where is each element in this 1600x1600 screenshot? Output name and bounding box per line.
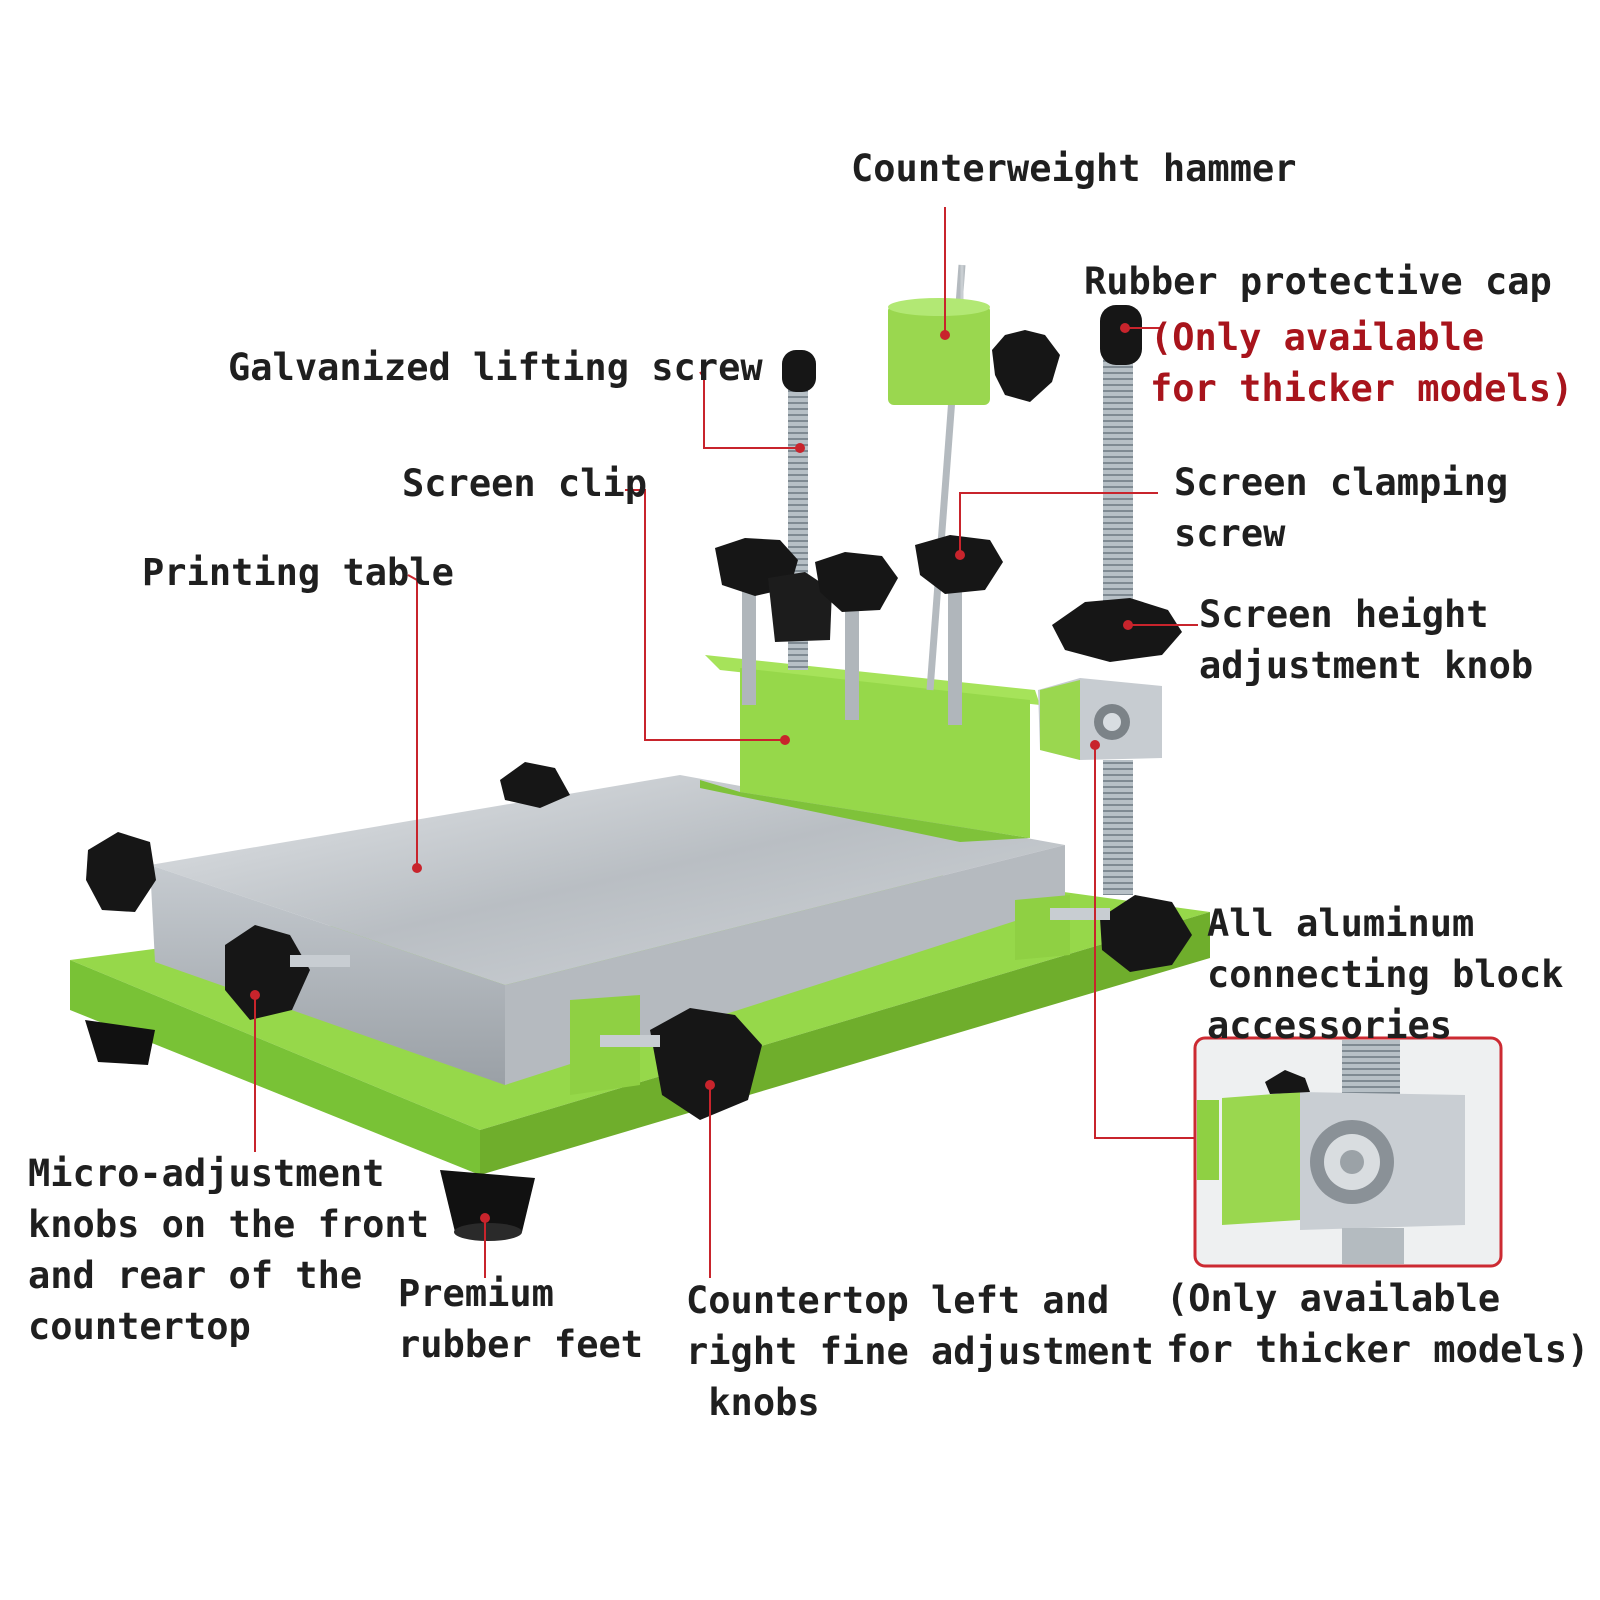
printing-table [150,775,1065,1085]
label-screen-clip-line-1: Screen clip [402,462,648,505]
connecting-block [1038,678,1162,760]
label-micro-adjustment-knobs-line-1: Micro-adjustment [28,1152,385,1195]
note-inset-availability-line-2: for thicker models) [1166,1328,1590,1371]
label-countertop-fine-adjustment-knobs-line-2: right fine adjustment [686,1330,1154,1373]
label-all-aluminum-connecting-block: All aluminum connecting block accessories [1207,898,1563,1051]
label-micro-adjustment-knobs-line-2: knobs on the front [28,1203,429,1246]
label-micro-adjustment-knobs: Micro-adjustment knobs on the front and re… [28,1148,429,1352]
leader-screen-clip [625,489,785,741]
label-counterweight-hammer-line-1: Counterweight hammer [851,147,1297,190]
label-screen-clamping-screw-line-2: screw [1174,512,1286,555]
star-knobs [86,535,1192,1120]
label-all-aluminum-connecting-block-line-3: accessories [1207,1004,1453,1047]
label-premium-rubber-feet-line-1: Premium [398,1272,554,1315]
label-screen-clip: Screen clip [402,458,647,509]
threaded-rods [742,264,1133,895]
label-rubber-protective-cap: Rubber protective cap [1084,256,1552,307]
rubber-feet [85,1020,535,1241]
label-galvanized-lifting-screw: Galvanized lifting screw [228,342,763,393]
label-screen-height-adjustment-knob-line-1: Screen height [1199,593,1489,636]
label-countertop-fine-adjustment-knobs-line-3: knobs [686,1381,820,1424]
leader-clamping-screw [959,492,1158,555]
label-screen-height-adjustment-knob-line-2: adjustment knob [1199,644,1534,687]
label-screen-clamping-screw-line-1: Screen clamping [1174,461,1509,504]
note-inset-availability-line-1: (Only available [1166,1277,1501,1320]
label-countertop-fine-adjustment-knobs: Countertop left and right fine adjustment… [686,1275,1154,1428]
label-premium-rubber-feet: Premium rubber feet [398,1268,643,1370]
label-all-aluminum-connecting-block-line-1: All aluminum [1207,902,1475,945]
inset-closeup [1193,1036,1503,1268]
label-premium-rubber-feet-line-2: rubber feet [398,1323,644,1366]
label-counterweight-hammer: Counterweight hammer [851,143,1297,194]
rubber-caps [782,305,1142,392]
leader-connecting-block [1094,745,1195,1139]
label-screen-clamping-screw: Screen clamping screw [1174,457,1508,559]
label-micro-adjustment-knobs-line-3: and rear of the [28,1254,363,1297]
note-rubber-cap-availability: (Only available for thicker models) [1150,312,1573,414]
label-countertop-fine-adjustment-knobs-line-1: Countertop left and [686,1279,1110,1322]
leader-dots [250,323,1133,1223]
leader-lines [254,207,1198,1278]
note-rubber-cap-availability-line-1: (Only available [1150,316,1485,359]
label-screen-height-adjustment-knob: Screen height adjustment knob [1199,589,1533,691]
note-rubber-cap-availability-line-2: for thicker models) [1150,367,1574,410]
leader-printing-table [407,574,418,868]
leader-galvanized-screw [699,371,800,449]
label-all-aluminum-connecting-block-line-2: connecting block [1207,953,1564,996]
note-inset-availability: (Only available for thicker models) [1166,1273,1589,1375]
label-galvanized-lifting-screw-line-1: Galvanized lifting screw [228,346,763,389]
label-micro-adjustment-knobs-line-4: countertop [28,1305,251,1348]
counterweight [888,298,1060,405]
label-rubber-protective-cap-line-1: Rubber protective cap [1084,260,1552,303]
label-printing-table: Printing table [142,547,454,598]
label-printing-table-line-1: Printing table [142,551,454,594]
